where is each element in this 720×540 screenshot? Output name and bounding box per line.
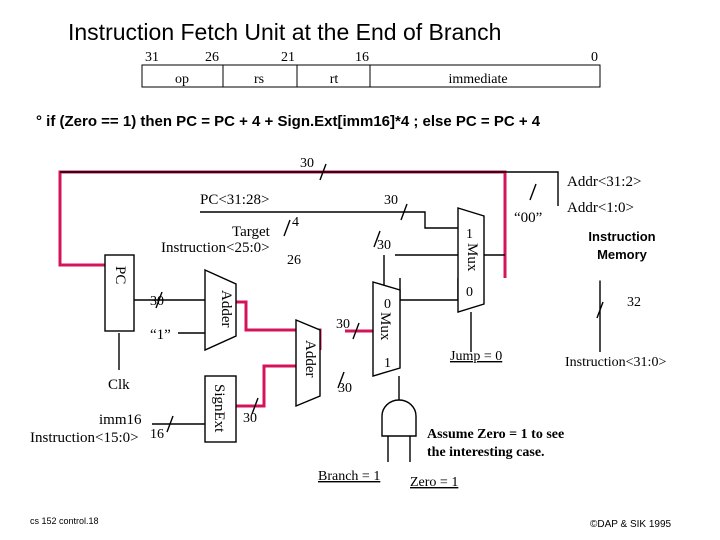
target-label: Target	[232, 224, 271, 240]
adder-1: Adder	[204, 268, 237, 352]
signal-labels: 30 PC<31:28> 30 Target Instruction<25:0>…	[30, 156, 666, 490]
memory-label-line2: Memory	[597, 247, 648, 262]
mux-2: Mux 0 1	[372, 281, 401, 377]
mux-1: Mux 1 0	[457, 207, 485, 313]
footer-left: cs 152 control.18	[30, 516, 99, 526]
field-rt: rt	[330, 72, 339, 87]
wire-mux1-down	[400, 278, 459, 301]
pc-width: 30	[150, 294, 164, 309]
jump-label: Jump = 0	[450, 349, 502, 364]
wire-addr-to-memory	[505, 171, 559, 206]
slash-mem-out	[596, 301, 604, 319]
slash-pc	[155, 291, 163, 309]
slide-title: Instruction Fetch Unit at the End of Bra…	[68, 19, 501, 45]
branch-condition: ° if (Zero == 1) then PC = PC + 4 + Sign…	[36, 113, 541, 130]
wire-pc-upper	[200, 211, 458, 229]
imm16-label: imm16	[99, 412, 142, 428]
slash-sign	[251, 397, 259, 415]
bit-21: 21	[281, 50, 295, 65]
adder2-width: 30	[336, 317, 350, 332]
instruction-format: 31 26 21 16 0 op rs rt immediate	[141, 50, 601, 88]
assume-line2: the interesting case.	[427, 445, 545, 460]
mux-out-width: 30	[338, 381, 352, 396]
slash-addr-low	[529, 183, 537, 201]
pc-upper-width: 30	[384, 193, 398, 208]
slash-target	[283, 219, 291, 237]
memory-out-width: 32	[627, 295, 641, 310]
pc-box	[104, 254, 135, 332]
field-op: op	[175, 72, 189, 87]
target-width: 26	[287, 253, 301, 268]
bit-16: 16	[355, 50, 369, 65]
memory-label-line1: Instruction	[588, 229, 655, 244]
adder-2-label: Adder	[302, 340, 318, 378]
slash-imm	[166, 415, 174, 433]
pc-label: PC	[112, 266, 128, 284]
adder-2-shape	[295, 318, 321, 408]
adder-1-shape	[204, 268, 237, 352]
and-gate-shape	[381, 399, 417, 437]
addr-upper-label: Addr<31:2>	[567, 174, 641, 190]
mux-2-label: Mux	[377, 312, 393, 341]
bit-26: 26	[205, 50, 219, 65]
sign-width: 30	[243, 411, 257, 426]
mux-1-input1: 1	[466, 227, 473, 242]
bus-slash-marks	[155, 163, 604, 433]
instruction-memory	[557, 205, 643, 281]
pc-upper-label: PC<31:28>	[200, 192, 269, 208]
bit-0: 0	[591, 50, 598, 65]
field-immediate: immediate	[448, 72, 507, 87]
pc-register: PC	[104, 254, 135, 332]
addr-lower-label: Addr<1:0>	[567, 200, 634, 216]
mux-input-width: 30	[377, 238, 391, 253]
instruction-format-box	[141, 64, 601, 88]
mux-1-input0: 0	[466, 285, 473, 300]
mux-2-input0: 0	[384, 297, 391, 312]
signext-to-adder2-path	[236, 364, 296, 408]
mux-1-shape	[457, 207, 485, 313]
footer-right: ©DAP & SIK 1995	[590, 519, 672, 530]
adder-2: Adder	[295, 318, 321, 408]
zero-label: Zero = 1	[410, 475, 458, 490]
one-label: “1”	[150, 327, 171, 343]
slash-adder2-out	[337, 371, 345, 389]
imm-instruction-label: Instruction<15:0>	[30, 430, 139, 446]
top-bus-width: 30	[300, 156, 314, 171]
slash-pc-upper	[400, 203, 408, 221]
four-label: 4	[292, 215, 299, 230]
adder-1-label: Adder	[218, 290, 234, 328]
mux-2-shape	[372, 281, 401, 377]
bit-31: 31	[145, 50, 159, 65]
slash-top-bus	[319, 163, 327, 181]
instruction-memory-box	[557, 205, 643, 281]
slash-mux-in	[373, 230, 381, 248]
target-instruction-label: Instruction<25:0>	[161, 240, 270, 256]
clk-label: Clk	[108, 377, 130, 393]
instruction-out-label: Instruction<31:0>	[565, 355, 666, 370]
zeros-label: “00”	[514, 210, 542, 226]
signext-label: SignExt	[211, 384, 227, 433]
mux-2-input1: 1	[384, 356, 391, 371]
field-rs: rs	[254, 72, 264, 87]
and-gate	[381, 399, 417, 437]
assume-line1: Assume Zero = 1 to see	[427, 427, 564, 442]
branch-label: Branch = 1	[318, 469, 380, 484]
imm-width: 16	[150, 427, 164, 442]
signext-box	[204, 375, 237, 443]
signext-unit: SignExt	[204, 375, 237, 443]
mux-1-label: Mux	[464, 243, 480, 272]
slash-mux2-in	[352, 322, 360, 340]
